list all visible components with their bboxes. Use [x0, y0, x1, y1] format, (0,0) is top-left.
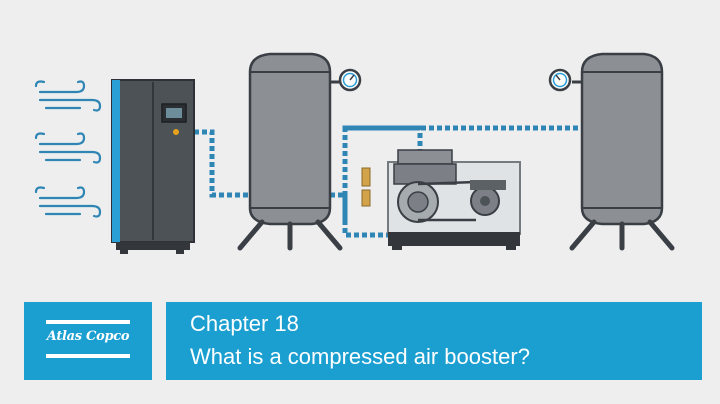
chapter-label: Chapter 18: [190, 311, 299, 336]
logo-bar-bottom: [46, 354, 130, 358]
brand-logo: Atlas Copco: [24, 302, 152, 380]
pipe-tank-to-booster: [330, 192, 388, 238]
title-banner: Chapter 18 What is a compressed air boos…: [166, 302, 702, 380]
booster-unit: [361, 149, 521, 250]
status-light: [173, 129, 179, 135]
pressure-gauge-icon: [338, 68, 362, 92]
air-receiver-tank: [237, 52, 343, 251]
pressure-gauge-icon: [548, 68, 572, 92]
wind-icon: [34, 80, 102, 112]
wind-icon: [34, 132, 102, 164]
logo-bar-top: [46, 320, 130, 324]
wind-icon: [34, 186, 102, 218]
pipe-compressor-to-tank: [194, 129, 250, 198]
video-title: What is a compressed air booster?: [190, 344, 530, 369]
air-receiver-tank: [569, 52, 675, 251]
screw-compressor: [111, 79, 195, 254]
logo-text: Atlas Copco: [46, 329, 130, 344]
